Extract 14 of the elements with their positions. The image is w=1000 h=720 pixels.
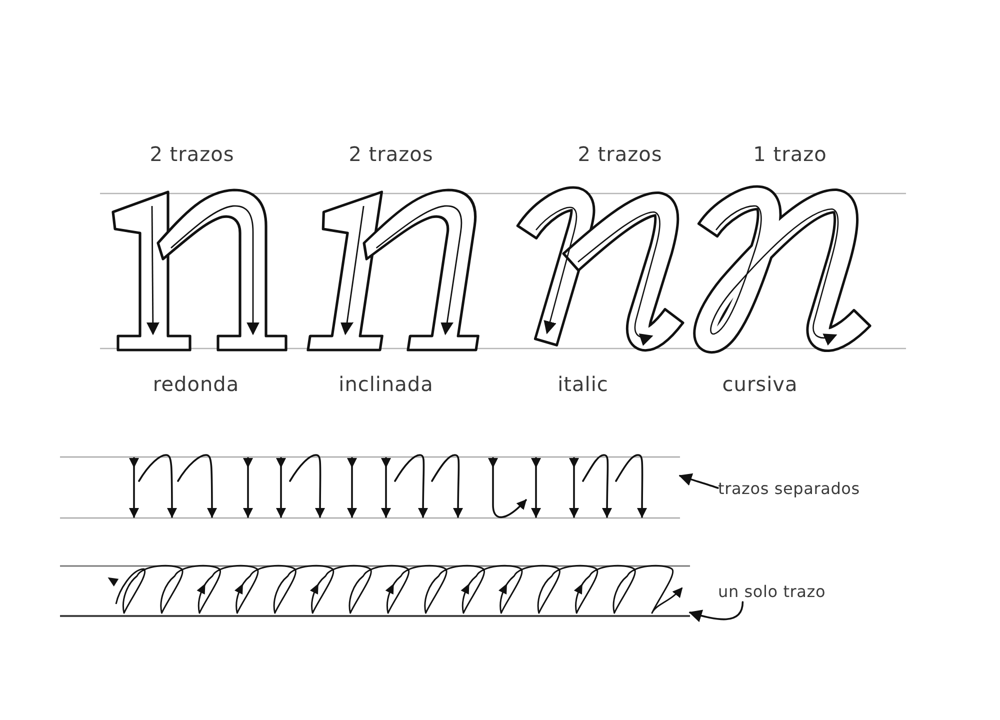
stroke-count-label: 1 trazo [753, 142, 827, 166]
leader-arrow [688, 601, 744, 622]
style-name-label: redonda [152, 372, 240, 396]
stroke-count-label: 2 trazos [578, 142, 662, 166]
style-name-label: cursiva [722, 372, 798, 396]
stroke-count-label: 2 trazos [150, 142, 234, 166]
style-name-label: inclinada [338, 372, 434, 396]
single-stroke-drawing [60, 565, 690, 617]
annotation-text: trazos separados [718, 479, 860, 499]
separate-strokes-drawing [60, 454, 680, 519]
leader-arrow [678, 473, 719, 489]
style-name-label: italic [558, 372, 608, 396]
stroke-count-label: 2 trazos [348, 142, 434, 166]
annotation-text: un solo trazo [718, 582, 826, 602]
